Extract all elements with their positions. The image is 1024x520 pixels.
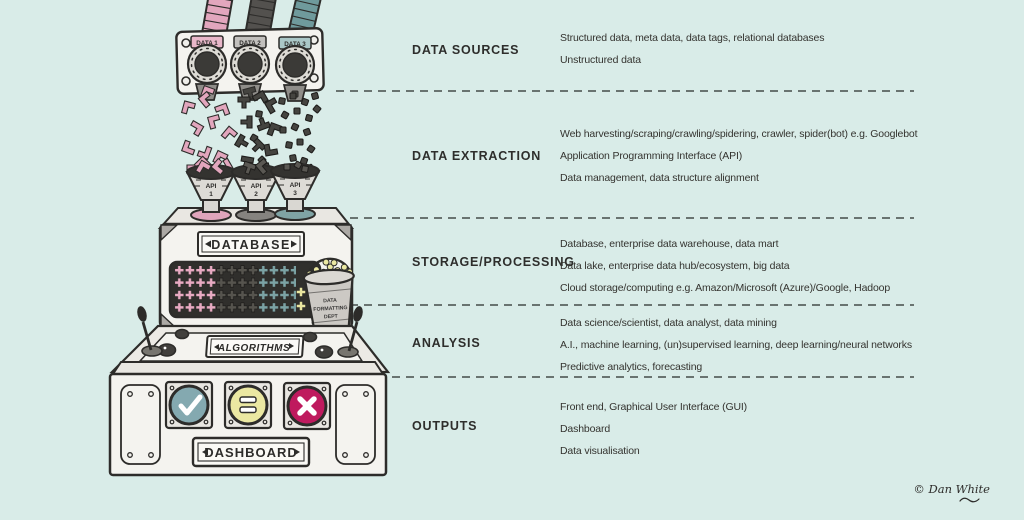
api-funnel-3-number: 3 bbox=[293, 190, 297, 197]
dashed-separator-3 bbox=[336, 304, 914, 306]
api-funnel-1-number: 1 bbox=[209, 191, 213, 198]
x-button bbox=[282, 381, 332, 431]
data-port-2: DATA 2 bbox=[229, 35, 271, 101]
stage-detail-line: Web harvesting/scraping/crawling/spideri… bbox=[560, 128, 918, 140]
api-funnel-2-number: 2 bbox=[254, 191, 258, 198]
screen-cells-teal bbox=[258, 264, 296, 314]
left-lever bbox=[137, 306, 163, 357]
x-icon bbox=[297, 396, 317, 416]
api-funnel-3-label: API bbox=[290, 182, 301, 189]
data-port-3-label: DATA 3 bbox=[284, 41, 306, 48]
database-screen bbox=[168, 260, 322, 319]
api-funnel-1-label: API bbox=[206, 183, 217, 190]
dashed-separator-2 bbox=[336, 217, 914, 219]
artist-signature: © Dan White bbox=[913, 482, 990, 505]
data-port-2-label: DATA 2 bbox=[239, 40, 261, 47]
stage-detail-line: Cloud storage/computing e.g. Amazon/Micr… bbox=[560, 282, 891, 294]
check-icon bbox=[178, 394, 203, 416]
right-lever bbox=[337, 306, 363, 358]
stage-details-storage-processing: Database, enterprise data warehouse, dat… bbox=[560, 233, 890, 299]
bucket-label-line: DATA bbox=[323, 298, 337, 305]
stage-detail-line: Database, enterprise data warehouse, dat… bbox=[560, 238, 779, 250]
stage-detail-line: A.I., machine learning, (un)supervised l… bbox=[560, 339, 912, 351]
api-funnel-3: API 3 bbox=[269, 160, 321, 221]
database-plate-label: DATABASE bbox=[211, 238, 291, 252]
database-plate: DATABASE bbox=[197, 231, 305, 257]
stage-details-data-extraction: Web harvesting/scraping/crawling/spideri… bbox=[560, 123, 918, 189]
check-button bbox=[164, 380, 214, 430]
signature-flourish bbox=[959, 497, 980, 503]
data-sources-box: DATA 1 DATA 2 DATA 3 bbox=[175, 27, 325, 102]
data-port-1-label: DATA 1 bbox=[196, 40, 218, 47]
algorithms-plate-label: ALGORITHMS bbox=[217, 343, 290, 354]
dome-buttons bbox=[157, 328, 334, 359]
stage-detail-line: Dashboard bbox=[560, 423, 611, 435]
algorithms-plate: ALGORITHMS bbox=[205, 335, 305, 358]
bucket-label-line: DEPT bbox=[324, 314, 339, 321]
equals-button bbox=[223, 380, 273, 430]
stage-detail-line: Unstructured data bbox=[560, 54, 641, 66]
dashed-separator-1 bbox=[336, 90, 914, 92]
dashboard-plate-label: DASHBOARD bbox=[204, 445, 298, 460]
stage-detail-line: Data visualisation bbox=[560, 445, 640, 457]
stage-label-storage-processing: STORAGE/PROCESSING bbox=[412, 255, 575, 269]
api-funnel-1: API 1 bbox=[185, 158, 237, 222]
stage-detail-line: Application Programming Interface (API) bbox=[560, 150, 743, 162]
dashboard-plate: DASHBOARD bbox=[191, 436, 311, 468]
screen-cells-dark bbox=[216, 264, 258, 314]
stage-label-outputs: OUTPUTS bbox=[412, 419, 478, 433]
stage-label-data-extraction: DATA EXTRACTION bbox=[412, 149, 542, 163]
stage-detail-line: Structured data, meta data, data tags, r… bbox=[560, 32, 825, 44]
stage-details-outputs: Front end, Graphical User Interface (GUI… bbox=[560, 396, 747, 462]
stage-label-analysis: ANALYSIS bbox=[412, 336, 481, 350]
bucket-rim bbox=[302, 268, 355, 286]
artist-signature-text: © Dan White bbox=[913, 482, 990, 496]
dashboard-box: DASHBOARD bbox=[108, 361, 388, 477]
stage-label-data-sources: DATA SOURCES bbox=[412, 43, 520, 57]
stage-detail-line: Predictive analytics, forecasting bbox=[560, 361, 703, 373]
stage-details-data-sources: Structured data, meta data, data tags, r… bbox=[560, 27, 824, 71]
side-panel-right bbox=[335, 384, 376, 465]
equals-icon bbox=[239, 396, 257, 414]
api-funnels: API 1 API 2 API 3 bbox=[185, 158, 321, 222]
bucket-label-line: FORMATTING bbox=[313, 305, 347, 313]
data-formatting-bucket: DATA FORMATTING DEPT bbox=[302, 257, 355, 334]
screen-cells-pink bbox=[174, 264, 216, 314]
corner-screws bbox=[181, 35, 319, 86]
dashed-separator-4 bbox=[336, 376, 914, 378]
stage-detail-line: Data lake, enterprise data hub/ecosystem… bbox=[560, 260, 790, 272]
stage-detail-line: Front end, Graphical User Interface (GUI… bbox=[560, 401, 748, 413]
stage-detail-line: Data management, data structure alignmen… bbox=[560, 172, 759, 184]
side-panel-left bbox=[120, 384, 161, 465]
api-funnel-2-label: API bbox=[251, 183, 262, 190]
stage-details-analysis: Data science/scientist, data analyst, da… bbox=[560, 312, 912, 378]
data-mining-machine-illustration: DATA 1 DATA 2 DATA 3 bbox=[108, 0, 391, 477]
algorithms-tier: ALGORITHMS bbox=[109, 306, 391, 374]
stage-detail-line: Data science/scientist, data analyst, da… bbox=[560, 317, 777, 329]
